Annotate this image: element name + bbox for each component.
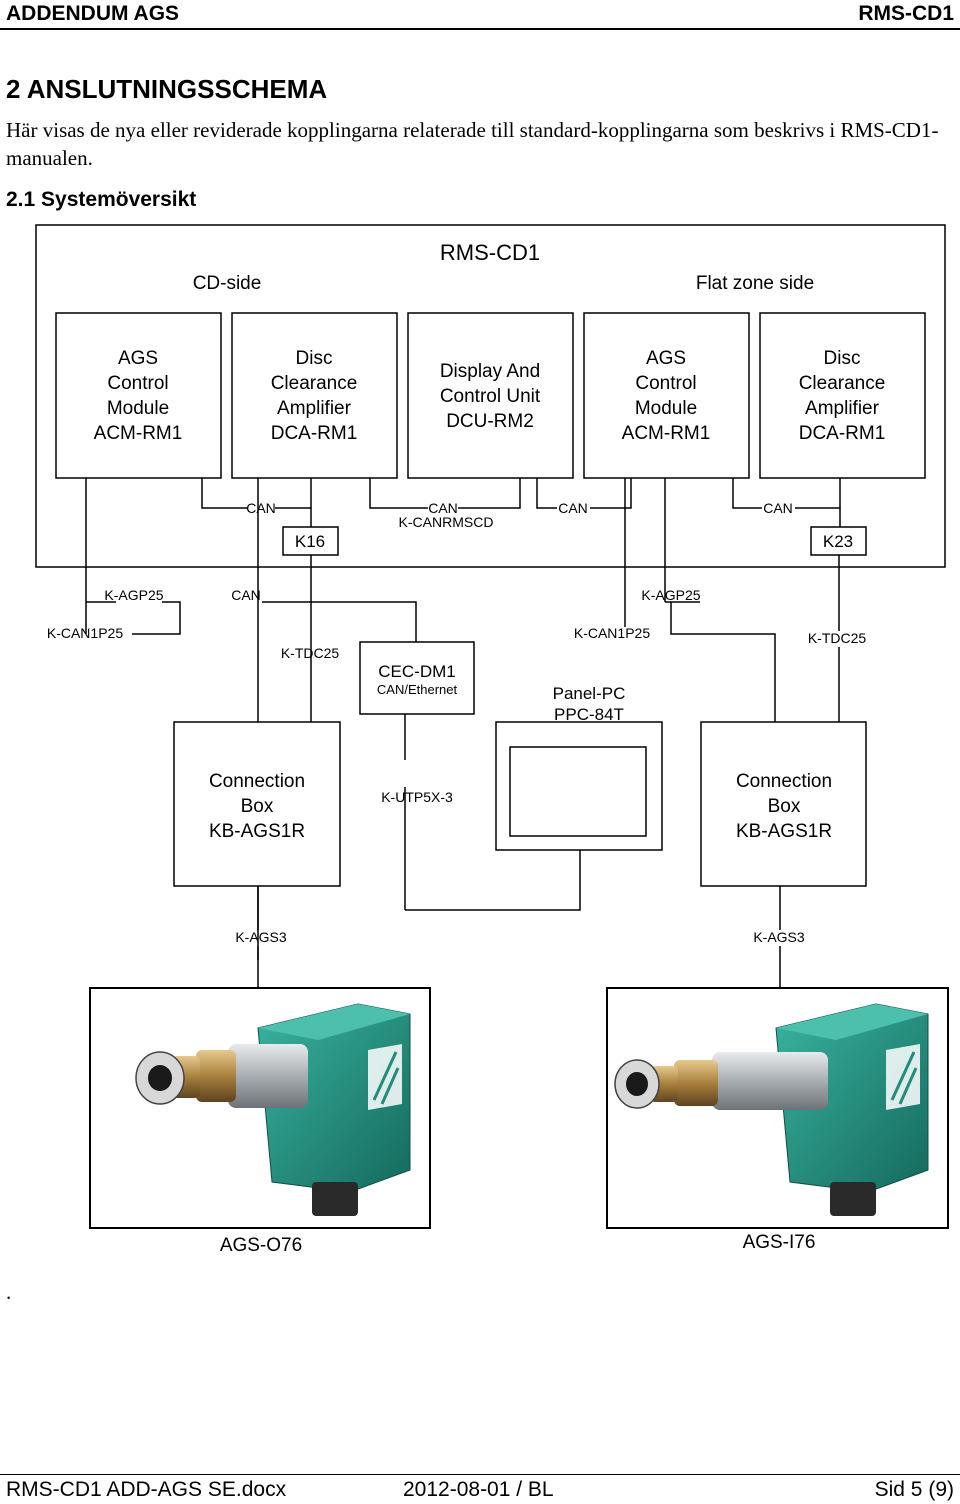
can-bus-wiring: [201, 478, 841, 527]
system-title: RMS-CD1: [440, 240, 540, 265]
connection-box-left-line-2: Box: [241, 796, 274, 817]
k-ags3-label-1: K-AGS3: [235, 929, 287, 945]
cec-dm1-label: CEC-DM1: [378, 662, 455, 681]
can-label-1: CAN: [246, 500, 276, 516]
stray-mark: .: [6, 1280, 12, 1304]
module-4-line-4: ACM-RM1: [622, 423, 711, 444]
can-label-4: CAN: [763, 500, 793, 516]
connection-box-left: [173, 721, 341, 887]
connection-box-right: [700, 721, 867, 887]
module-3-line-3: DCU-RM2: [446, 411, 534, 432]
connection-box-left-line-3: KB-AGS1R: [209, 821, 305, 842]
module-2-line-4: DCA-RM1: [271, 423, 358, 444]
page-header: ADDENDUM AGS RMS-CD1: [0, 0, 960, 30]
module-5-line-3: Amplifier: [805, 398, 880, 419]
k-can1p25-label-1: K-CAN1P25: [47, 625, 123, 641]
module-box-dca-1: [231, 312, 398, 479]
module-box-acm-2: [583, 312, 750, 479]
footer-date: 2012-08-01 / BL: [403, 1478, 554, 1501]
module-box-acm-1: [55, 312, 222, 479]
header-title: ADDENDUM AGS: [6, 2, 180, 25]
k-canrmscd-label: K-CANRMSCD: [399, 514, 494, 530]
module-1-line-1: AGS: [118, 348, 158, 369]
subsection-heading: 2.1 Systemöversikt: [6, 188, 197, 211]
k-ags3-label-2: K-AGS3: [753, 929, 805, 945]
cd-side-label: CD-side: [193, 273, 262, 294]
k-agp25-label-2: K-AGP25: [641, 587, 700, 603]
k23-box: [810, 526, 867, 556]
cec-dm1-box: [359, 641, 475, 715]
module-5-line-1: Disc: [824, 348, 861, 369]
k-tdc25-label-2: K-TDC25: [808, 630, 867, 646]
module-4-line-3: Module: [635, 398, 697, 419]
flat-zone-side-label: Flat zone side: [696, 273, 814, 294]
module-2-line-1: Disc: [296, 348, 333, 369]
cec-dm1-sublabel: CAN/Ethernet: [377, 682, 458, 697]
can-label-2: CAN: [428, 500, 458, 516]
module-3-line-1: Display And: [440, 361, 540, 382]
can-label-3: CAN: [558, 500, 588, 516]
connection-box-right-line-3: KB-AGS1R: [736, 821, 832, 842]
module-5-line-4: DCA-RM1: [799, 423, 886, 444]
k-utp5x3-label: K-UTP5X-3: [381, 789, 453, 805]
footer-page-number: Sid 5 (9): [874, 1478, 954, 1501]
k23-label: K23: [823, 532, 853, 551]
k-can1p25-label-2: K-CAN1P25: [574, 625, 650, 641]
module-1-line-4: ACM-RM1: [94, 423, 183, 444]
footer-rule: [0, 1474, 960, 1475]
connection-box-right-line-2: Box: [768, 796, 801, 817]
header-rule: [0, 28, 960, 30]
module-4-line-2: Control: [635, 373, 696, 394]
module-1-line-2: Control: [107, 373, 168, 394]
gauge-label-left: AGS-O76: [220, 1235, 302, 1256]
panel-pc-screen: [509, 746, 647, 837]
connection-box-right-line-1: Connection: [736, 771, 832, 792]
section-heading: 2 ANSLUTNINGSSCHEMA: [6, 74, 328, 104]
module-box-dcu: [407, 312, 574, 479]
module-5-line-2: Clearance: [799, 373, 886, 394]
module-4-line-1: AGS: [646, 348, 686, 369]
k-agp25-label-1: K-AGP25: [104, 587, 163, 603]
panel-pc-model: PPC-84T: [554, 705, 624, 724]
module-2-line-2: Clearance: [271, 373, 358, 394]
intro-paragraph: Här visas de nya eller reviderade koppli…: [6, 118, 939, 170]
panel-pc-label: Panel-PC: [553, 684, 626, 703]
rms-cd1-frame: [35, 224, 946, 568]
k-tdc25-label-1: K-TDC25: [281, 645, 340, 661]
module-3-line-2: Control Unit: [440, 386, 541, 407]
module-2-line-3: Amplifier: [277, 398, 352, 419]
header-doc-id: RMS-CD1: [858, 2, 954, 25]
field-wiring: [85, 478, 840, 988]
gauge-ags-i76-image: [614, 1003, 929, 1216]
gauge-label-right: AGS-I76: [743, 1232, 816, 1253]
k16-label: K16: [295, 532, 325, 551]
connection-box-left-line-1: Connection: [209, 771, 305, 792]
footer-filename: RMS-CD1 ADD-AGS SE.docx: [6, 1478, 287, 1501]
can-label-5: CAN: [231, 587, 261, 603]
gauge-ags-o76-image: [135, 1003, 411, 1216]
module-box-dca-2: [759, 312, 926, 479]
module-1-line-3: Module: [107, 398, 169, 419]
